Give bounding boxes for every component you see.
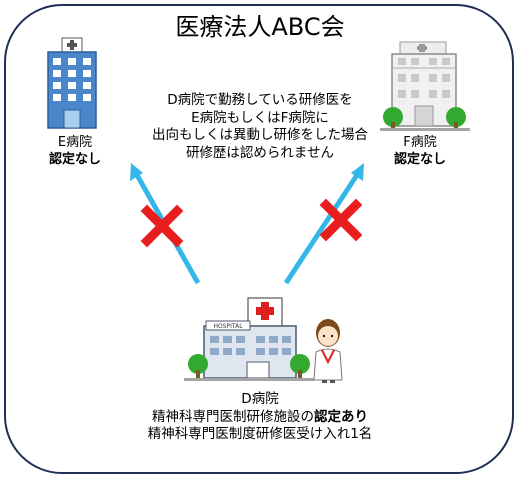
x-mark-icon: [140, 204, 184, 248]
accreditation-status: 認定あり: [314, 408, 368, 425]
hospital-sign: HOSPITAL: [213, 323, 243, 330]
hospital-f-name: F病院: [403, 135, 437, 150]
hospital-d-label: D病院 精神科専門医制研修施設の認定あり 精神科専門医制度研修医受け入れ1名: [60, 391, 460, 444]
hospital-f-status: 認定なし: [393, 152, 446, 167]
x-mark-icon: [319, 198, 363, 242]
arrow-icon: [283, 163, 364, 285]
hospital-f-label: F病院 認定なし: [370, 134, 470, 168]
note-line: E病院もしくはF病院に: [191, 109, 329, 126]
hospital-d-capacity: 精神科専門医制度研修医受け入れ1名: [147, 426, 373, 442]
hospital-e-status: 認定なし: [48, 152, 101, 167]
hospital-d-icon: HOSPITAL: [184, 297, 314, 381]
note-line: 出向もしくは異動し研修をした場合: [152, 127, 368, 143]
hospital-f-icon: [380, 41, 470, 131]
hospital-d-name: D病院: [241, 391, 279, 407]
organization-frame: [4, 4, 514, 474]
hospital-e-label: E病院 認定なし: [30, 134, 120, 168]
page-title: 医療法人ABC会: [175, 13, 345, 41]
transfer-note: D病院で勤務している研修医を E病院もしくはF病院に 出向もしくは異動し研修をし…: [130, 92, 390, 162]
doctor-icon: [313, 319, 343, 383]
hospital-e-name: E病院: [57, 135, 93, 150]
accreditation-prefix: 精神科専門医制研修施設の: [152, 408, 314, 425]
note-line: 研修歴は認められません: [185, 144, 335, 161]
hospital-d-accreditation: 精神科専門医制研修施設の認定あり: [60, 409, 460, 427]
note-line: D病院で勤務している研修医を: [167, 92, 353, 108]
hospital-e-icon: [47, 37, 97, 129]
